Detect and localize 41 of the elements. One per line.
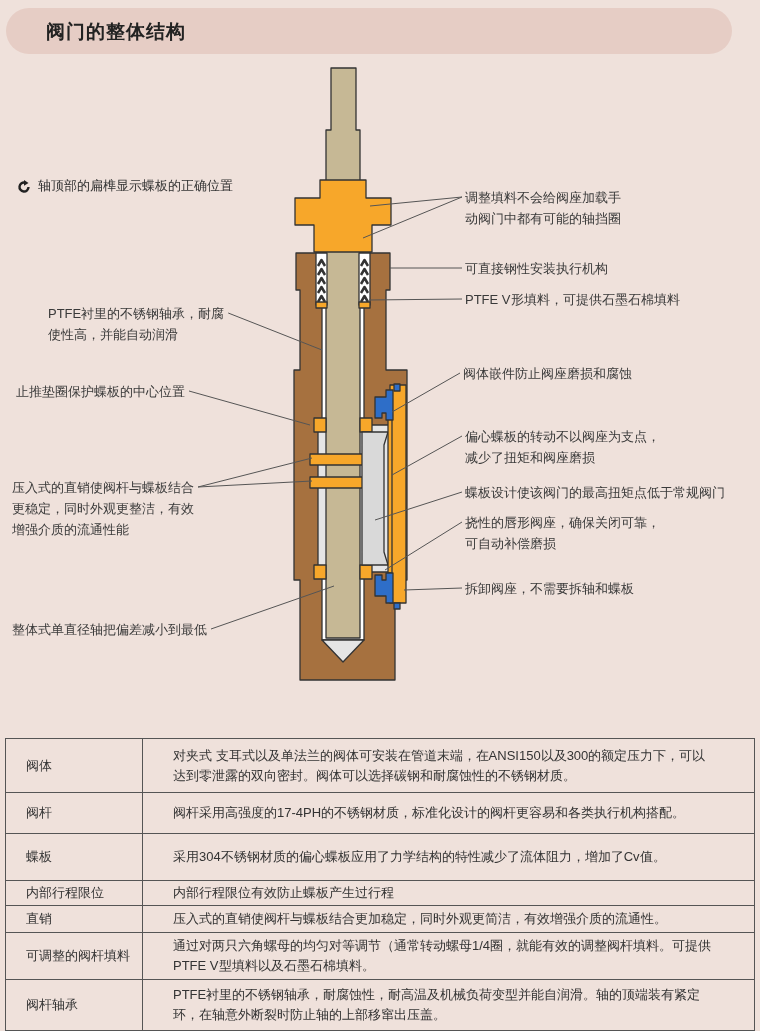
callout-text: PTFE V形填料，可提供石墨石棉填料 (465, 289, 725, 310)
callout-text: 轴顶部的扁榫显示蝶板的正确位置 (38, 177, 233, 195)
callout-text: 止推垫圈保护蝶板的中心位置 (16, 381, 216, 402)
description-text: 对夹式 支耳式以及单法兰的阀体可安装在管道末端，在ANSI150以及300的额定压力下，可以达到零泄露的双向密封。阀体可以选择碳钢和耐腐蚀性的不锈钢材质。 (173, 746, 707, 785)
row-header: 内部行程限位 (26, 884, 104, 902)
leader-line (389, 267, 463, 269)
leader-line (391, 372, 461, 413)
callout-text: 压入式的直销使阀杆与蝶板结合更稳定，同时外观更整洁，有效增强介质的流通性能 (12, 477, 202, 540)
leader-line (403, 587, 463, 591)
leader-line (369, 196, 463, 207)
description-text: 采用304不锈钢材质的偏心蝶板应用了力学结构的特性减少了流体阻力，增加了Cv值。 (173, 848, 667, 866)
leader-line (391, 435, 463, 476)
callout-text: 拆卸阀座，不需要拆轴和蝶板 (465, 578, 665, 599)
callout-text: 阀体嵌件防止阀座磨损和腐蚀 (463, 363, 663, 384)
leader-line (210, 585, 335, 630)
title-text: 阀门的整体结构 (46, 20, 186, 44)
description-text: 内部行程限位有效防止蝶板产生过行程 (173, 884, 395, 902)
callout-text: 整体式单直径轴把偏差减小到最低 (12, 619, 242, 640)
callout-text: 偏心蝶板的转动不以阀座为支点，减少了扭矩和阀座磨损 (465, 426, 665, 468)
leader-line (384, 521, 463, 571)
leader-line (362, 196, 463, 239)
callout-text: 可直接钢性安装执行机构 (465, 258, 665, 279)
description-text: PTFE衬里的不锈钢轴承，耐腐蚀性，耐高温及机械负荷变型并能自润滑。轴的顶端装有紧定环，在轴意外断裂时防止轴的上部移窜出压盖。 (173, 986, 702, 1024)
row-header: 阀杆轴承 (26, 996, 78, 1014)
description-text: 阀杆采用高强度的17-4PH的不锈钢材质，标准化设计的阀杆更容易和各类执行机构搭配。 (173, 804, 687, 822)
callout-text: 调整填料不会给阀座加载手动阀门中都有可能的轴挡圈 (465, 187, 630, 229)
leader-line (374, 491, 463, 521)
row-header: 阀杆 (26, 804, 52, 822)
leader-line (197, 480, 313, 488)
leader-line (188, 390, 311, 426)
row-header: 直销 (26, 910, 52, 928)
description-text: 通过对两只六角螺母的均匀对等调节（通常转动螺母1/4圈，就能有效的调整阀杆填料。可提供PTFE V型填料以及石墨石棉填料。 (173, 937, 713, 975)
row-header: 阀体 (26, 756, 52, 775)
callout-text: PTFE衬里的不锈钢轴承，耐腐使性高，并能自动润滑 (48, 303, 232, 345)
callout-text: 蝶板设计使该阀门的最高扭矩点低于常规阀门 (465, 482, 750, 503)
leader-line (368, 298, 463, 301)
callout-text: 挠性的唇形阀座，确保关闭可靠，可自动补偿磨损 (465, 512, 665, 554)
row-header: 蝶板 (26, 848, 52, 866)
description-text: 压入式的直销使阀杆与蝶板结合更加稳定，同时外观更简洁，有效增强介质的流通性。 (173, 910, 668, 928)
leader-line (227, 312, 323, 351)
row-header: 可调整的阀杆填料 (26, 947, 130, 965)
